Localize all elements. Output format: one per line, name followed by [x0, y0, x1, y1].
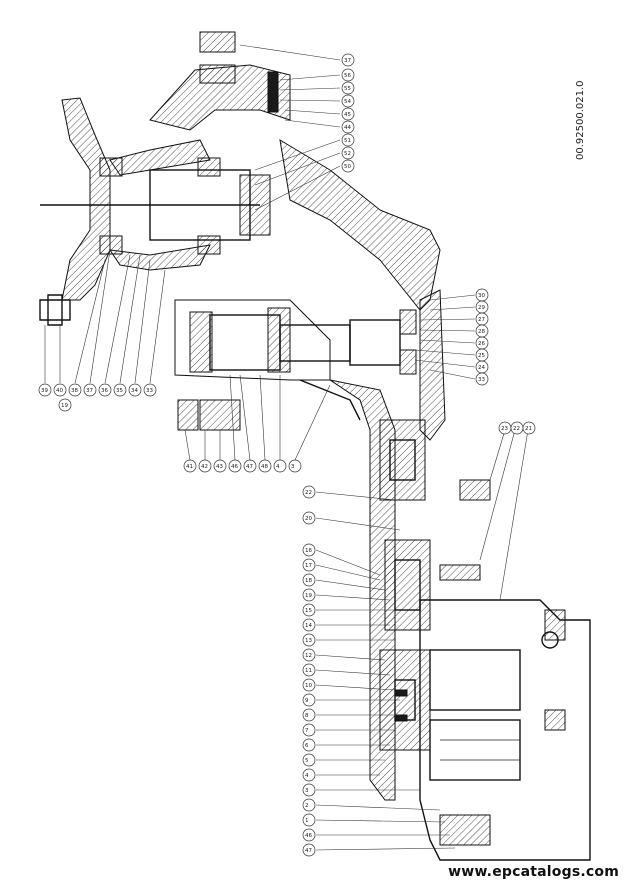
callout-label: 3 [291, 464, 295, 470]
callout-label: 14 [305, 623, 312, 629]
callouts-left-top: 39 40 38 37 36 35 34 33 19 [38, 249, 166, 412]
watermark: www.epcatalogs.com [448, 864, 619, 880]
callout-label: 22 [513, 426, 520, 432]
callouts-left-lower: 22 20 16 17 18 19 15 14 13 12 11 10 9 8 … [302, 485, 456, 857]
callout-label: 47 [305, 848, 312, 854]
callout-label: 5 [305, 758, 309, 764]
callout-label: 23 [501, 426, 508, 432]
callouts-right-side: 23 22 21 [479, 421, 536, 601]
callout-label: 8 [305, 713, 309, 719]
callout-label: 22 [305, 490, 312, 496]
callout-label: 2 [305, 803, 309, 809]
callout-label: 17 [305, 563, 312, 569]
callouts-top-right: 37 56 55 54 45 44 51 52 50 [239, 44, 355, 211]
callout-label: 50 [344, 164, 351, 170]
callout-label: 52 [344, 151, 351, 157]
callout-label: 46 [231, 464, 238, 470]
callout-label: 37 [86, 388, 93, 394]
callout-label: 39 [41, 388, 48, 394]
callout-label: 38 [71, 388, 78, 394]
upper-housing-section [149, 31, 441, 311]
callout-label: 45 [344, 112, 351, 118]
callout-label: 19 [61, 403, 68, 409]
callout-label: 16 [305, 548, 312, 554]
callout-label: 29 [478, 305, 485, 311]
callout-label: 44 [344, 125, 351, 131]
callout-label: 33 [478, 377, 485, 383]
callout-label: 48 [261, 464, 268, 470]
callout-label: 1 [305, 818, 309, 824]
wheel-flange-section [40, 97, 271, 301]
bolts-and-studs [39, 294, 491, 846]
callout-label: 26 [478, 341, 485, 347]
callout-label: 27 [478, 317, 485, 323]
callout-label: 9 [305, 698, 309, 704]
callout-label: 54 [344, 99, 351, 105]
callout-label: 47 [246, 464, 253, 470]
callout-label: 18 [305, 578, 312, 584]
callout-label: 51 [344, 138, 351, 144]
callout-label: 46 [305, 833, 312, 839]
callout-label: 33 [146, 388, 153, 394]
callout-label: 41 [186, 464, 193, 470]
callout-label: 19 [305, 593, 312, 599]
callout-label: 11 [305, 668, 312, 674]
gear-train [379, 419, 431, 751]
callout-label: 3 [305, 788, 309, 794]
callout-label: 55 [344, 86, 351, 92]
motor-housing [419, 599, 591, 861]
callout-label: 21 [525, 426, 532, 432]
callout-label: 30 [478, 293, 485, 299]
callout-label: 37 [344, 58, 351, 64]
callout-label: 4 [305, 773, 309, 779]
callout-label: 36 [101, 388, 108, 394]
callout-label: 15 [305, 608, 312, 614]
callout-label: 13 [305, 638, 312, 644]
callout-label: 12 [305, 653, 312, 659]
callouts-mid-right: 30 29 27 28 26 25 24 33 [414, 288, 489, 386]
callout-label: 4 [276, 464, 280, 470]
callout-label: 43 [216, 464, 223, 470]
callout-label: 20 [305, 516, 312, 522]
callout-label: 6 [305, 743, 309, 749]
bearing-set [99, 157, 417, 375]
callout-label: 10 [305, 683, 312, 689]
callout-label: 7 [305, 728, 309, 734]
middle-housing [299, 289, 446, 801]
callout-label: 24 [478, 365, 485, 371]
callout-label: 35 [116, 388, 123, 394]
callout-label: 40 [56, 388, 63, 394]
callouts-left-mid: 41 42 43 46 47 48 4 3 [183, 374, 331, 473]
callout-label: 28 [478, 329, 485, 335]
callout-label: 34 [131, 388, 138, 394]
document-number: 00.92500.021.0 [575, 80, 586, 160]
callout-label: 25 [478, 353, 485, 359]
callout-label: 56 [344, 73, 351, 79]
callout-label: 42 [201, 464, 208, 470]
